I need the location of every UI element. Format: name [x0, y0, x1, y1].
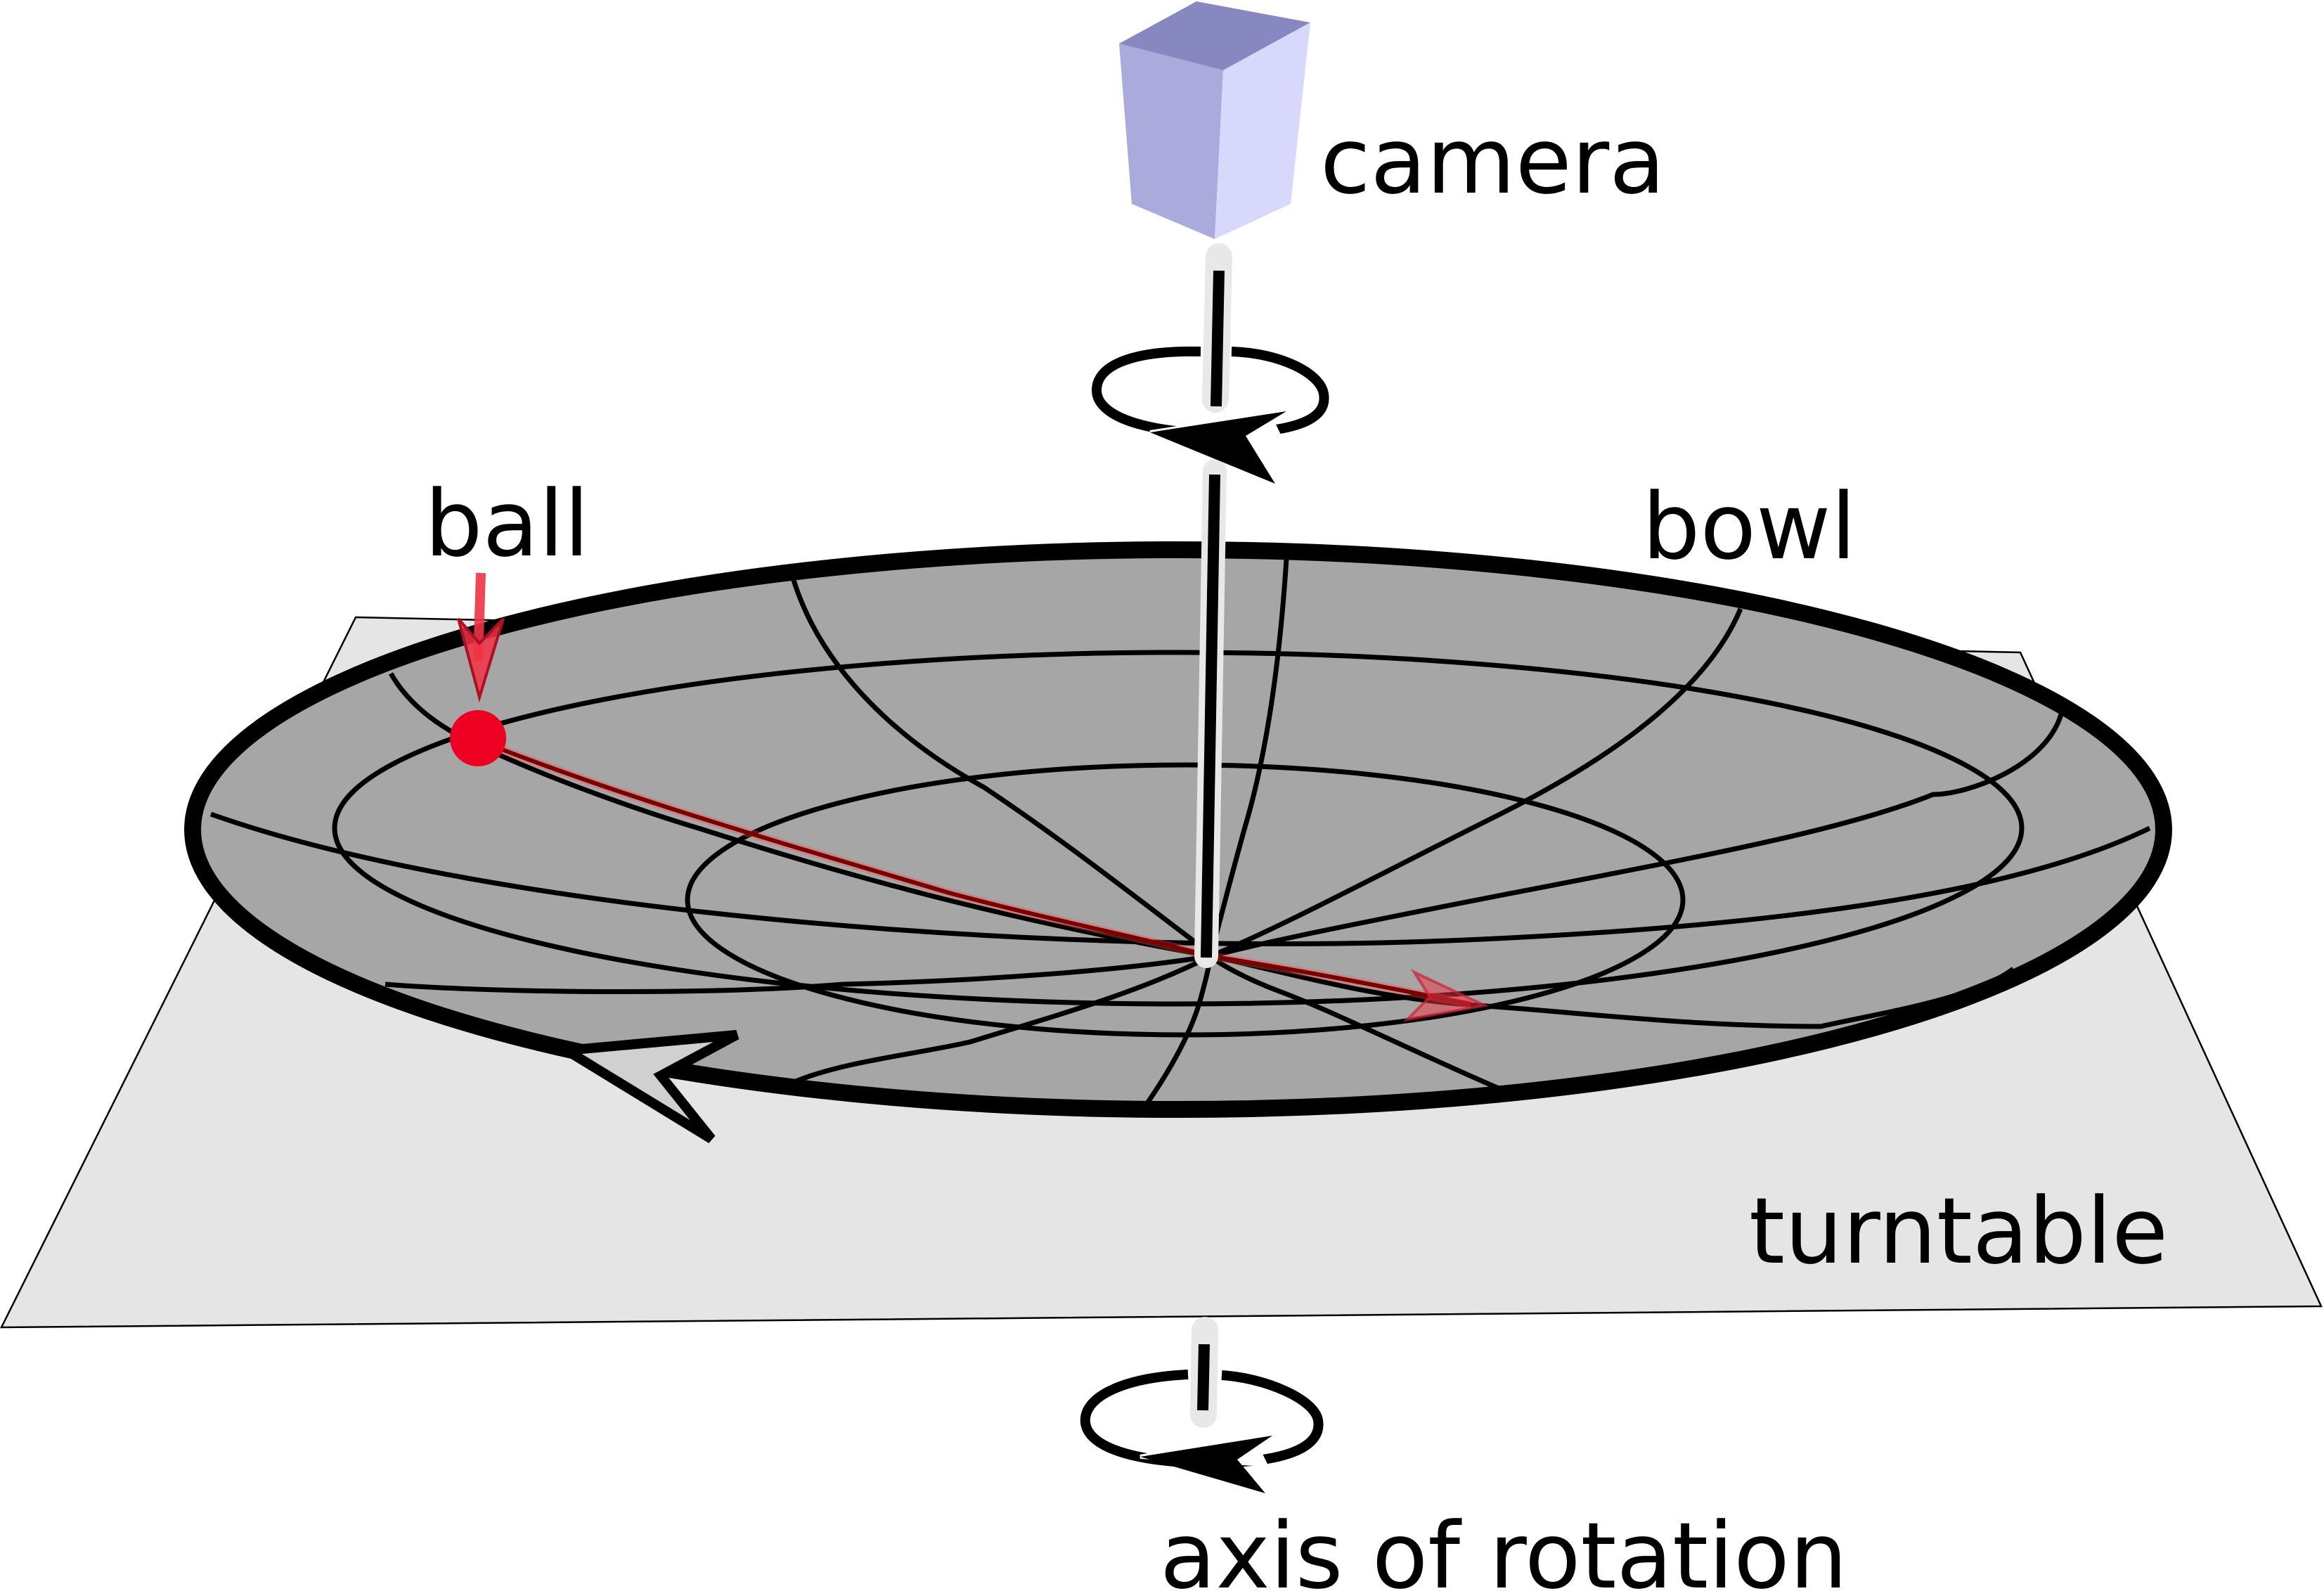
- camera-label: camera: [1320, 108, 1665, 214]
- bowl-rim: [184, 541, 2172, 1118]
- trajectory-arrowhead: [1403, 969, 1490, 1022]
- rotation-arrow-upper-icon: [1091, 346, 1329, 484]
- bowl-ring-outer-front: [209, 811, 2151, 946]
- ball-trajectory: [475, 735, 1490, 1022]
- rotation-arrow-lower-icon: [1080, 1370, 1324, 1493]
- camera-top-face: [1119, 1, 1310, 70]
- camera-right-face: [1215, 22, 1310, 239]
- ball-label: ball: [425, 470, 589, 577]
- bowl: [184, 541, 2172, 1118]
- bowl-meridians: [385, 558, 2064, 1107]
- axis-lower: [1197, 1344, 1210, 1411]
- turntable-label: turntable: [1749, 1178, 2168, 1284]
- axis-of-rotation-label: axis of rotation: [1160, 1502, 1847, 1591]
- ball-pointer-arrow: [457, 572, 505, 703]
- ball: [450, 710, 506, 766]
- bowl-label: bowl: [1642, 473, 1857, 580]
- bowl-ring-middle: [332, 650, 2025, 1007]
- camera-cube-icon: [1119, 1, 1310, 239]
- axis-upper-bottom: [1201, 474, 1220, 958]
- camera-left-face: [1119, 44, 1223, 239]
- axis-upper-top: [1211, 270, 1225, 407]
- rotation-arrow-bowl-icon: [551, 1030, 740, 1143]
